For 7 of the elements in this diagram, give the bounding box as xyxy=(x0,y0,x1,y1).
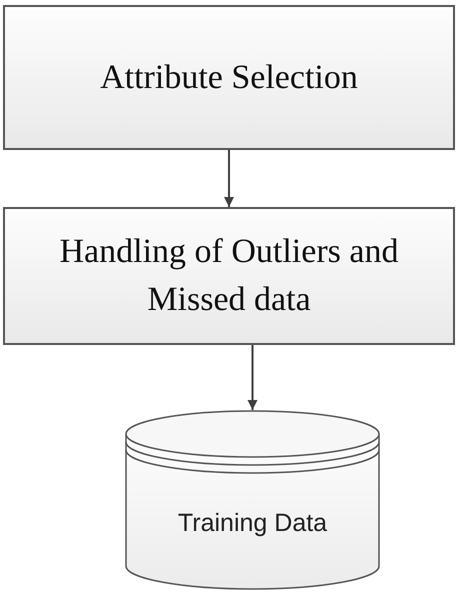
process-box xyxy=(3,207,455,345)
arrow xyxy=(248,345,258,410)
arrow xyxy=(224,150,234,207)
node-label: Handling of Outliers and Missed data xyxy=(58,232,400,320)
node-label: Attribute Selection xyxy=(100,58,358,98)
process-box xyxy=(3,5,455,150)
node-label: Training Data xyxy=(178,508,328,539)
